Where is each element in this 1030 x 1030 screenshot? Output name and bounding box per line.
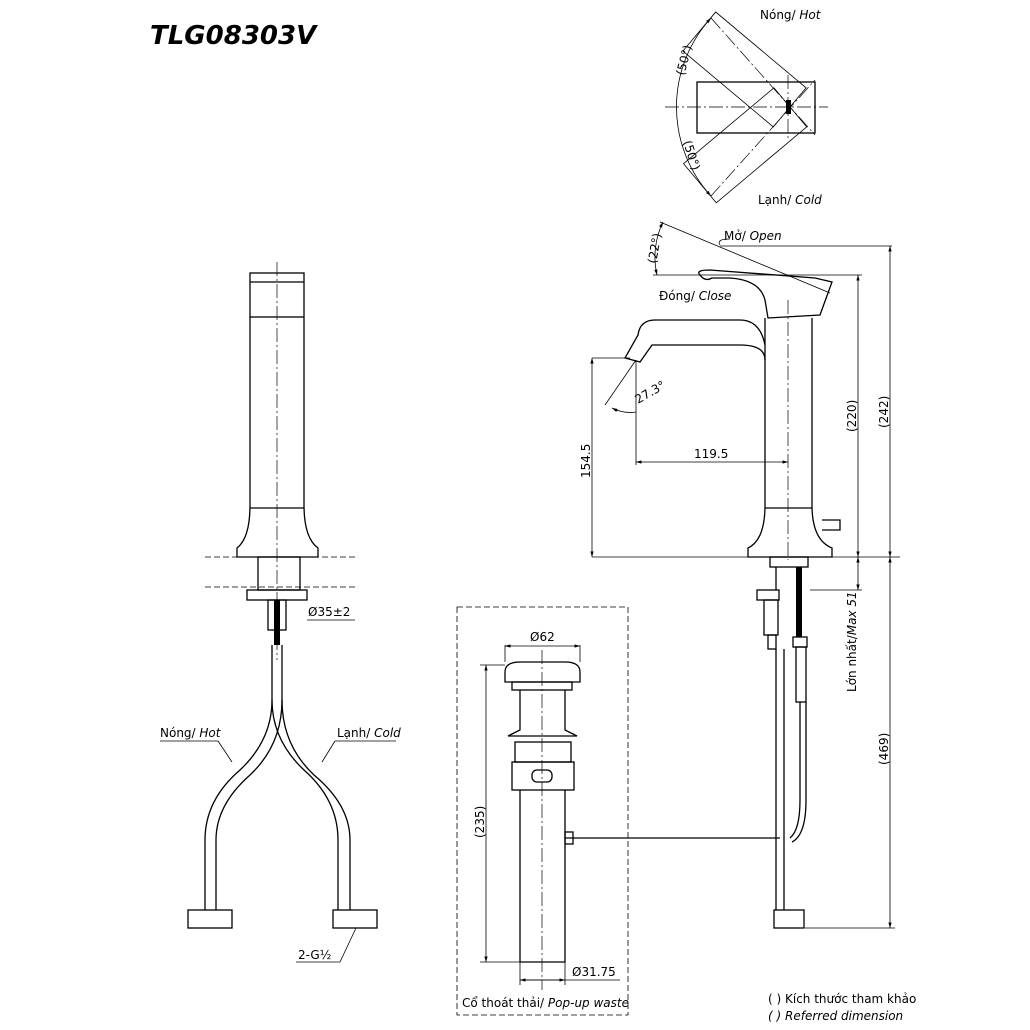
total-469-label: (469) <box>877 733 891 765</box>
max-51-label: Lớn nhất/Max 51 <box>845 591 859 692</box>
legend-line-en: ( ) Referred dimension <box>768 1009 903 1023</box>
lever-angle-label: (22°) <box>645 232 664 265</box>
close-label: Đóng/ Close <box>659 289 731 303</box>
open-label: Mở/ Open <box>724 229 782 243</box>
pipe-dia-label: Ø31.75 <box>572 965 616 979</box>
spout-reach-label: 119.5 <box>694 447 728 461</box>
top-view: (50°) (50°) Nóng/ Hot Lạnh/ Cold <box>665 8 828 207</box>
height-242-label: (242) <box>877 396 891 428</box>
legend-line-vi: ( ) Kích thước tham khảo <box>768 992 916 1006</box>
height-220-label: (220) <box>845 400 859 432</box>
popup-waste: Ø62 (235) Ø31.75 Cổ thoát thải/ Pop-up w… <box>456 606 780 1016</box>
front-view: Ø35±2 Nóng/ Hot Lạnh/ Cold 2-G½ <box>160 262 401 963</box>
thread-label: 2-G½ <box>298 948 331 962</box>
length-235-label: (235) <box>473 806 487 838</box>
spout-height-label: 154.5 <box>579 444 593 478</box>
waste-label: Cổ thoát thải/ Pop-up waste <box>462 996 629 1010</box>
front-hot-label: Nóng/ Hot <box>160 726 222 740</box>
angle-hot-label: (50°) <box>673 44 694 77</box>
side-view: (22°) Mở/ Open Đóng/ Close 27.3° 154.5 1… <box>579 221 900 929</box>
model-title: TLG08303V <box>150 21 318 51</box>
hot-label: Nóng/ Hot <box>760 8 822 22</box>
cap-dia-label: Ø62 <box>530 630 555 644</box>
spout-angle-label: 27.3° <box>633 378 668 406</box>
angle-cold-label: (50°) <box>680 139 703 172</box>
cold-label: Lạnh/ Cold <box>758 193 822 207</box>
hole-dia-label: Ø35±2 <box>308 605 350 619</box>
front-cold-label: Lạnh/ Cold <box>337 726 401 740</box>
